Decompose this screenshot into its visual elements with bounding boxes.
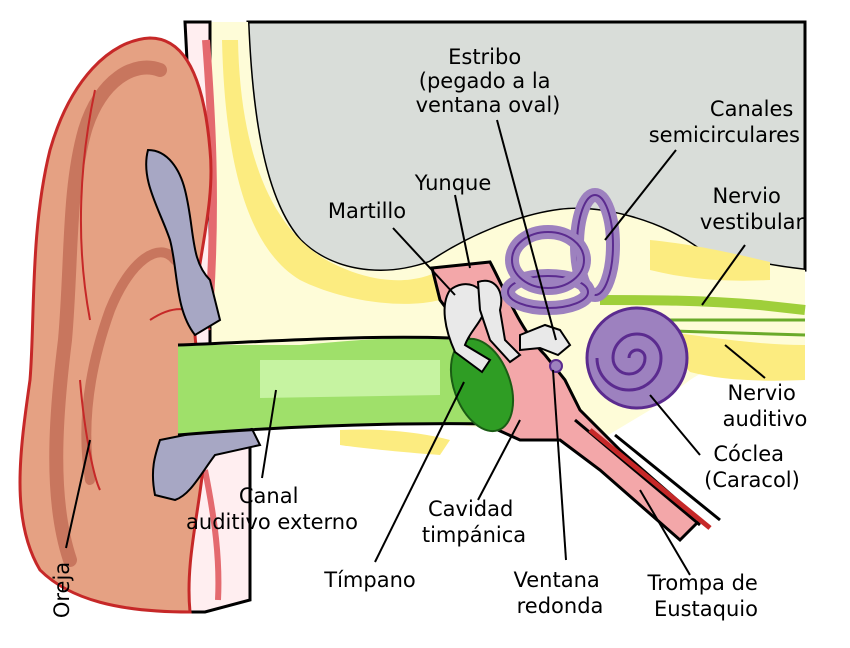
label-canal-auditivo: Canal auditivo externo [186, 484, 358, 534]
fat-band-lower [340, 429, 450, 455]
ear-canal-top-edge [177, 335, 451, 347]
pinna-red-line-1 [79, 89, 96, 321]
stapes [519, 323, 572, 357]
pinna-red-line-2 [79, 379, 101, 491]
concha-tissue-lower [151, 423, 262, 502]
label-estribo: Estribo (pegado a la ventana oval) [416, 45, 561, 117]
round-window [549, 359, 563, 373]
pinna [18, 36, 213, 614]
fat-band-upper [222, 40, 440, 304]
vessel-lower [202, 469, 222, 601]
ear-canal-bottom-edge [177, 422, 496, 437]
label-canales-semicirculares: Canales semicirculares [649, 97, 800, 147]
pinna-helix [49, 60, 167, 567]
auditory-nerve [650, 330, 805, 381]
vessel-upper [202, 39, 217, 301]
label-timpano: Tímpano [323, 568, 415, 592]
label-nervio-vestibular: Nervio vestibular [700, 184, 805, 234]
concha-tissue-upper [145, 148, 222, 337]
label-trompa-eustaquio: Trompa de Eustaquio [646, 571, 764, 621]
malleus [443, 283, 492, 374]
cochlea [585, 306, 689, 410]
incus [476, 279, 522, 364]
vestibular-nerve [599, 295, 806, 315]
label-ventana-redonda: Ventana redonda [514, 568, 607, 618]
eustachian-tube-red [588, 428, 712, 530]
semicircular-canals [501, 188, 620, 315]
label-cavidad-timpanica: Cavidad timpánica [422, 497, 526, 547]
leader-lines [65, 119, 766, 576]
label-yunque: Yunque [414, 171, 492, 195]
label-nervio-auditivo: Nervio auditivo [723, 381, 808, 431]
ear-canal-highlight [260, 360, 440, 398]
eustachian-tube-stroke-2 [614, 433, 721, 522]
label-martillo: Martillo [328, 199, 406, 223]
fat-band-right [650, 240, 770, 281]
label-oreja: Oreja [50, 562, 74, 618]
label-coclea: Cóclea (Caracol) [704, 442, 800, 492]
